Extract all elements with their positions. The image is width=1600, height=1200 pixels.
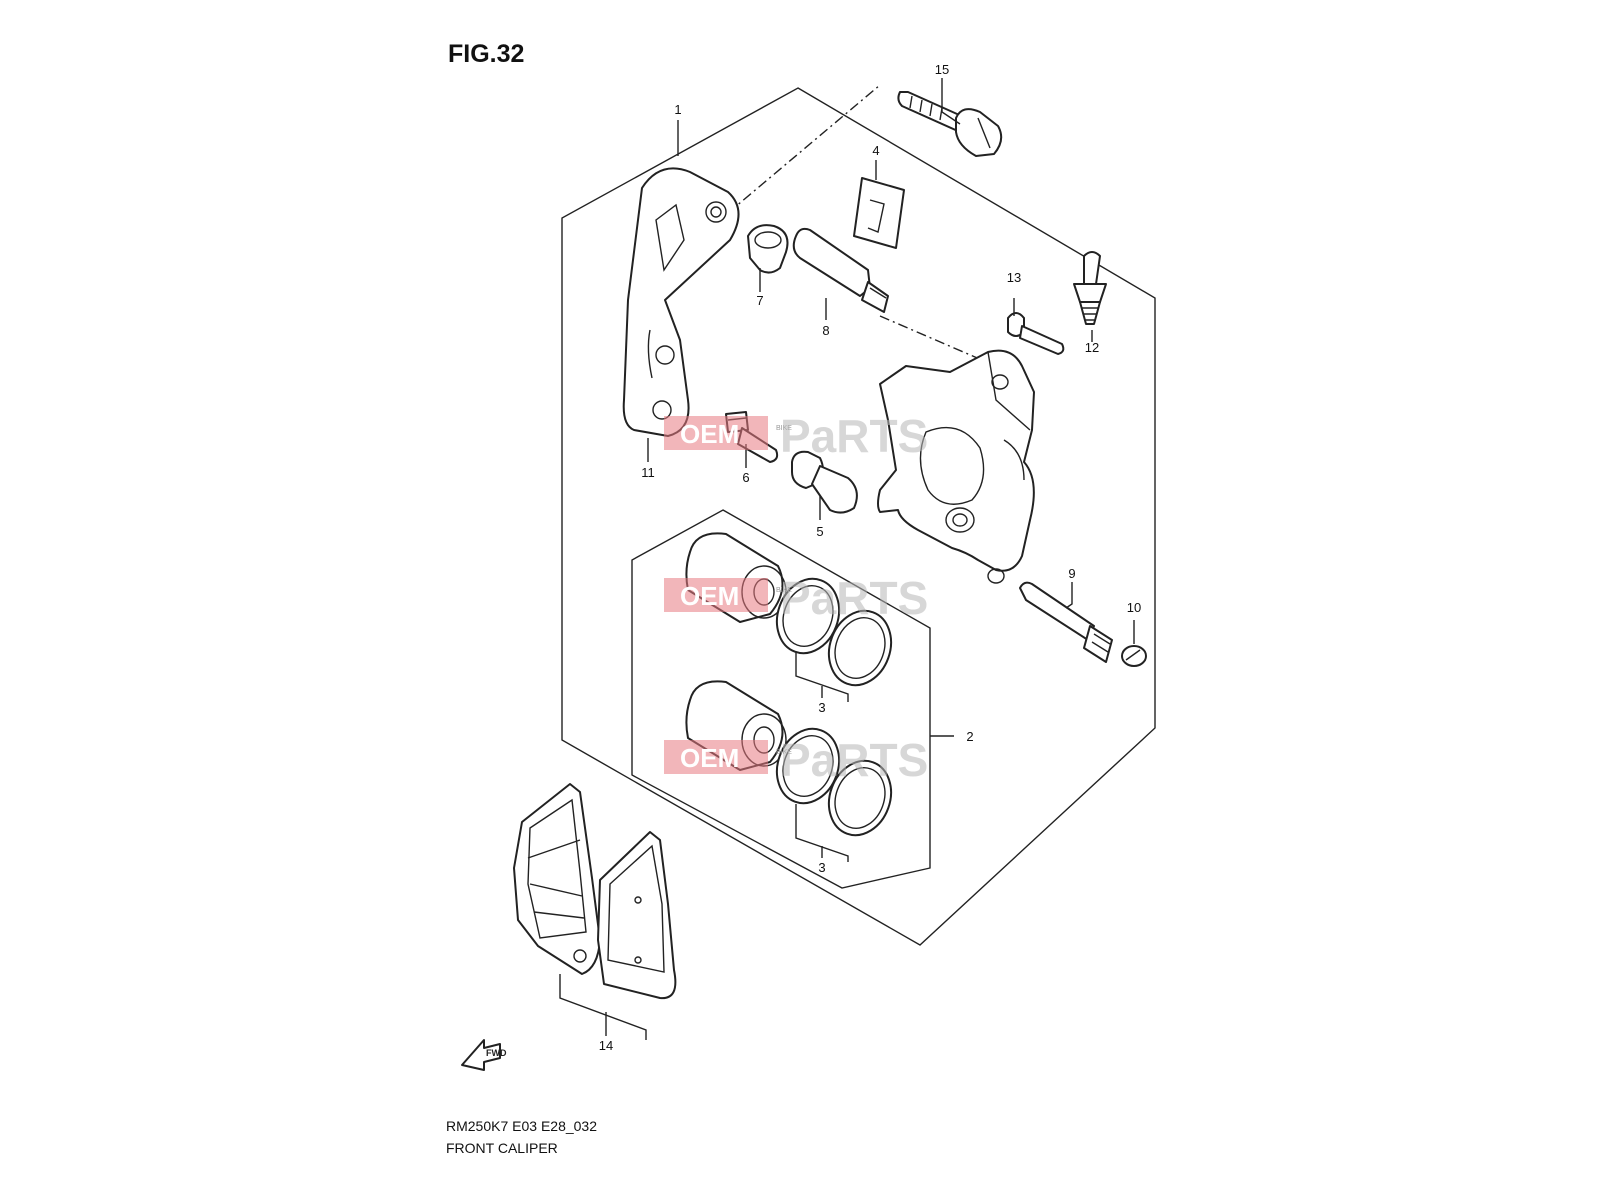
label-part-3-upper: 3	[818, 700, 825, 715]
boot-part[interactable]	[747, 224, 789, 274]
caliper-assembly-boundary	[561, 87, 1156, 946]
watermark-oem-text-2: OEM	[680, 581, 739, 611]
figure-title: FIG.32	[448, 40, 525, 68]
watermark-bottom: OEM BIKE PaRTS	[664, 734, 928, 786]
seal-set-upper-part[interactable]	[767, 570, 901, 694]
label-part-2: 2	[966, 729, 973, 744]
caliper-body-part[interactable]	[877, 349, 1035, 584]
watermark-oem-text-3: OEM	[680, 743, 739, 773]
bleeder-valve-part[interactable]	[1073, 251, 1107, 325]
label-part-7: 7	[756, 293, 763, 308]
pin-cap-part[interactable]	[1121, 645, 1147, 667]
alignment-line-bracket	[727, 84, 881, 214]
label-part-15: 15	[935, 62, 949, 77]
watermark-bike-text-2: BIKE	[776, 587, 792, 594]
brake-pad-right-part[interactable]	[597, 831, 677, 1000]
alignment-line-pin	[879, 315, 1006, 371]
seal-set-lower-part[interactable]	[767, 720, 901, 844]
piston-kit-boundary	[631, 509, 931, 889]
label-part-8: 8	[822, 323, 829, 338]
figure-name-caption: FRONT CALIPER	[446, 1140, 558, 1156]
caliper-bracket-part[interactable]	[622, 167, 740, 437]
leader-lines	[559, 78, 1135, 1040]
model-code-caption: RM250K7 E03 E28_032	[446, 1118, 597, 1134]
caliper-pin-part[interactable]	[1019, 581, 1113, 663]
label-part-14: 14	[599, 1038, 613, 1053]
label-part-3-lower: 3	[818, 860, 825, 875]
watermark-parts-text-3: PaRTS	[780, 734, 928, 786]
fwd-arrow-text: FWD	[486, 1048, 507, 1058]
label-part-10: 10	[1127, 600, 1141, 615]
bolt-part[interactable]	[897, 91, 1003, 157]
label-part-12: 12	[1085, 340, 1099, 355]
label-part-1: 1	[674, 102, 681, 117]
label-part-13: 13	[1007, 270, 1021, 285]
brake-pad-left-part[interactable]	[513, 783, 601, 975]
watermark-parts-text-1: PaRTS	[780, 410, 928, 462]
watermark-middle: OEM BIKE PaRTS	[664, 572, 928, 624]
watermark-bike-text-1: BIKE	[776, 425, 792, 432]
label-part-9: 9	[1068, 566, 1075, 581]
watermark-top: OEM BIKE PaRTS	[664, 410, 928, 462]
label-part-5: 5	[816, 524, 823, 539]
watermark-bike-text-3: BIKE	[776, 749, 792, 756]
label-part-6: 6	[742, 470, 749, 485]
pad-spring-part[interactable]	[853, 177, 905, 249]
bleeder-cap-part[interactable]	[1007, 312, 1065, 355]
watermark-parts-text-2: PaRTS	[780, 572, 928, 624]
watermark-oem-text-1: OEM	[680, 419, 739, 449]
pin-bolt-large-part[interactable]	[791, 450, 858, 514]
fwd-arrow-icon: FWD	[461, 1039, 507, 1071]
label-part-4: 4	[872, 143, 879, 158]
slide-pin-part[interactable]	[792, 227, 889, 313]
label-part-11: 11	[641, 465, 655, 480]
